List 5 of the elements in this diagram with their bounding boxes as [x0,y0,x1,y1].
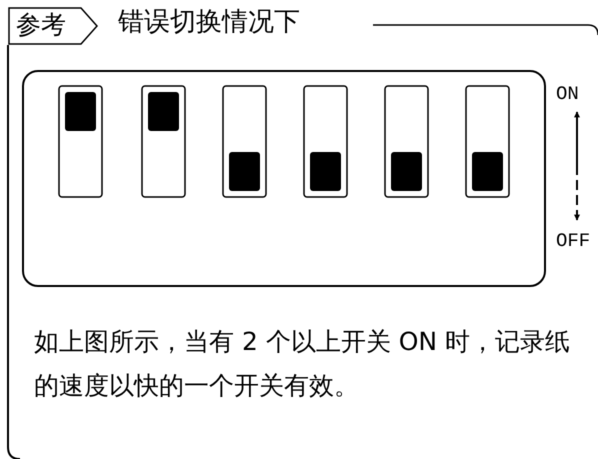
note-text: 如上图所示，当有 2 个以上开关 ON 时，记录纸的速度以快的一个开关有效。 [34,326,572,402]
title: 错误切换情况下 [118,8,300,38]
tag-label: 参考 [8,7,98,45]
switch-label: ON [556,84,579,106]
switch-label: OFF [556,231,590,253]
